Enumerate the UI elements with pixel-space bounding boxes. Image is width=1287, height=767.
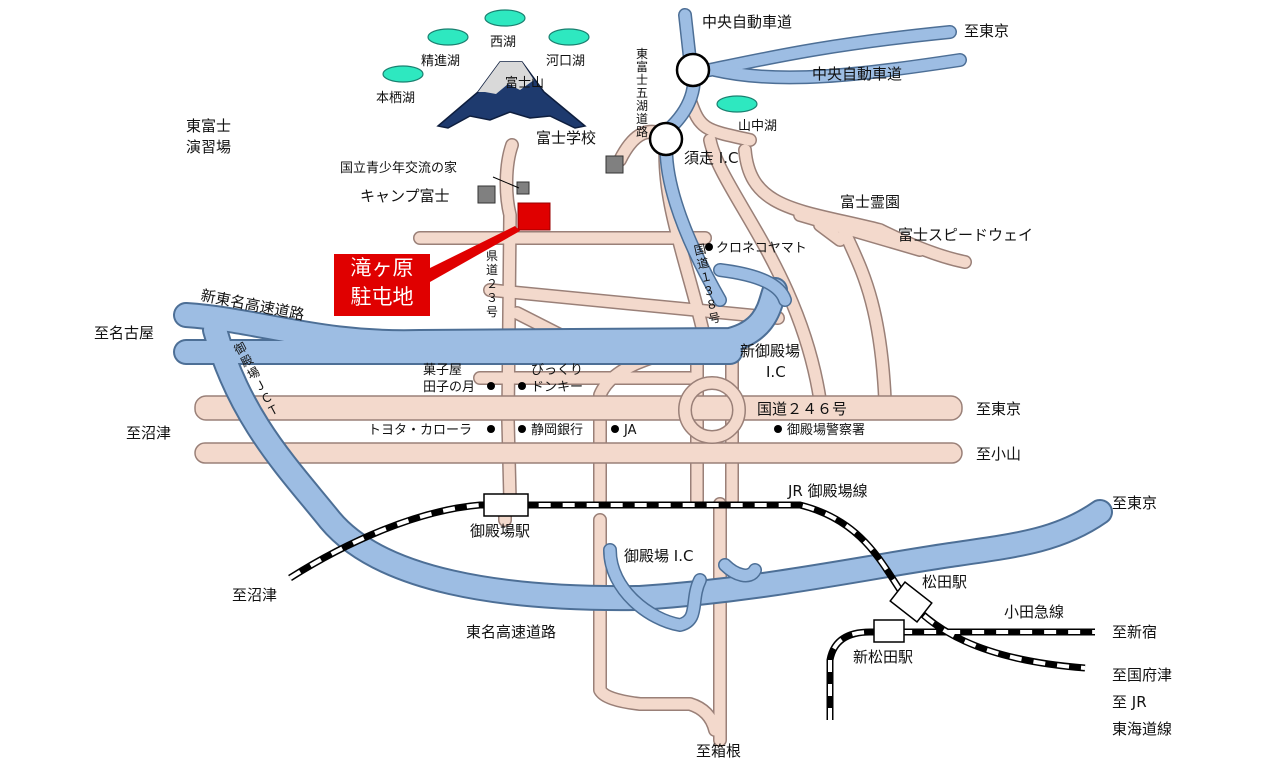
destination-badge: 滝ヶ原 駐屯地	[334, 254, 430, 316]
label-higashi-fuji: 東富士	[186, 117, 231, 135]
stations	[483, 493, 933, 643]
label-shinmatsuda-sta: 新松田駅	[853, 648, 913, 666]
label-jr-line: JR 御殿場線	[787, 482, 868, 500]
building-camp-fuji	[477, 185, 496, 204]
label-speedway: 富士スピードウェイ	[898, 226, 1033, 244]
label-bikkuri-1: びっくり	[531, 363, 583, 378]
label-tokyo-3: 至東京	[1112, 494, 1157, 512]
label-bikkuri-2: ドンキー	[531, 380, 583, 395]
label-tokyo-2: 至東京	[976, 400, 1021, 418]
label-r246: 国道２４６号	[757, 400, 847, 418]
label-police: 御殿場警察署	[787, 422, 865, 438]
label-motosuko: 本栖湖	[376, 91, 415, 106]
label-subashiri-ic: 須走 I.C	[684, 149, 738, 167]
label-enshujo: 演習場	[186, 138, 231, 156]
lake-shojiko	[427, 28, 469, 46]
lake-yamanakako	[716, 95, 758, 113]
interchange-markers	[648, 52, 711, 157]
label-nagoya: 至名古屋	[94, 324, 154, 342]
route-246	[194, 376, 963, 464]
label-r138: 国道１３８号	[693, 242, 722, 327]
label-fuji-reien: 富士霊園	[840, 193, 900, 211]
matsuda-station-marker	[889, 581, 933, 623]
label-fuji-gakko: 富士学校	[536, 129, 596, 147]
target-marker	[517, 202, 551, 231]
label-numazu-1: 至沼津	[126, 424, 171, 442]
label-gotemba-sta: 御殿場駅	[470, 522, 530, 540]
labels: 西湖 精進湖 河口湖 本栖湖 富士山 山中湖 中央自動車道 中央自動車道 至東京…	[94, 13, 1172, 760]
label-kashiya-1: 菓子屋	[423, 363, 462, 378]
mount-fuji	[436, 61, 587, 129]
buildings	[430, 155, 624, 282]
label-shinjuku: 至新宿	[1112, 623, 1157, 641]
poi-dots	[487, 243, 782, 433]
railways	[288, 501, 1095, 720]
destination-line-2: 駐屯地	[350, 285, 414, 309]
label-saiko: 西湖	[490, 35, 516, 50]
label-chuo-2: 中央自動車道	[812, 65, 902, 83]
label-hakone: 至箱根	[696, 742, 741, 760]
label-jr-1: 至 JR	[1112, 693, 1147, 711]
label-shin-gotemba-ic-1: 新御殿場	[740, 342, 800, 360]
label-fuji: 富士山	[505, 75, 544, 91]
label-tokyo-1: 至東京	[964, 22, 1009, 40]
lake-motosuko	[382, 65, 424, 83]
gotemba-station-marker	[483, 493, 529, 517]
label-numazu-2: 至沼津	[232, 586, 277, 604]
label-shojiko: 精進湖	[421, 54, 460, 69]
lake-markers	[382, 9, 758, 113]
lake-saiko	[484, 9, 526, 27]
label-matsuda-sta: 松田駅	[922, 573, 967, 591]
label-camp-fuji: キャンプ富士	[360, 187, 450, 205]
label-seishonen: 国立青少年交流の家	[340, 160, 457, 176]
label-yamanakako: 山中湖	[738, 119, 777, 134]
label-odakyu: 小田急線	[1004, 603, 1064, 621]
label-chuo-1: 中央自動車道	[702, 13, 792, 31]
label-tomei: 東名高速道路	[466, 623, 556, 641]
building-fuji-gakko	[605, 155, 624, 174]
label-kawaguchiko: 河口湖	[546, 54, 585, 69]
building-seishonen	[516, 181, 530, 195]
label-higashifuji-goko: 東富士五湖道路	[636, 47, 648, 139]
label-kashiya-2: 田子の月	[423, 380, 475, 395]
label-kozu: 至国府津	[1112, 666, 1172, 684]
shinmatsuda-station-marker	[873, 619, 905, 643]
label-ja: JA	[623, 423, 637, 438]
label-gotemba-ic: 御殿場 I.C	[624, 547, 693, 565]
highways	[173, 8, 1113, 632]
label-jr-2: 東海道線	[1112, 720, 1172, 738]
lake-kawaguchiko	[548, 28, 590, 46]
label-oyama: 至小山	[976, 445, 1021, 463]
label-jct: 御殿場ＪＣＴ	[231, 339, 282, 420]
label-kuroneko: クロネコヤマト	[716, 241, 807, 256]
destination-line-1: 滝ヶ原	[350, 256, 414, 280]
label-toyota: トヨタ・カローラ	[368, 423, 472, 438]
label-shin-gotemba-ic-2: I.C	[766, 363, 786, 381]
label-pref23: 県道２３号	[486, 249, 498, 319]
label-shizuoka-bank: 静岡銀行	[531, 423, 583, 438]
